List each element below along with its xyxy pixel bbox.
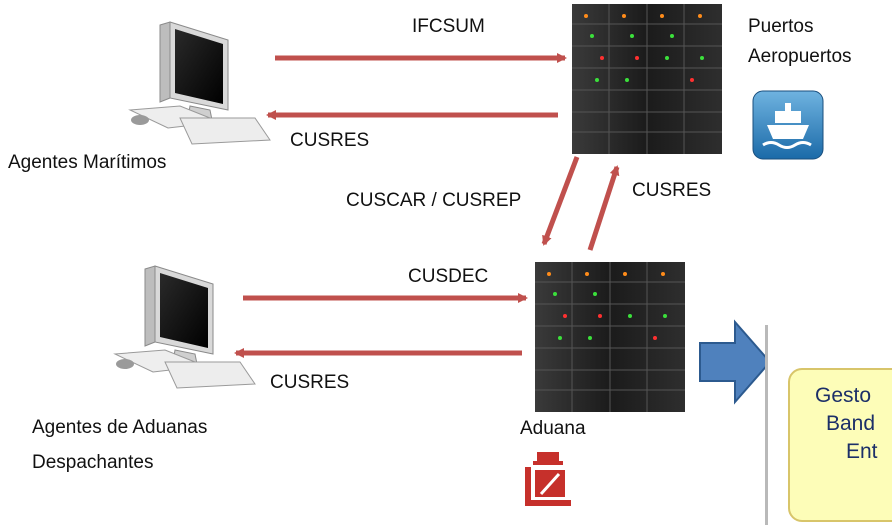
label-cusdec: CUSDEC xyxy=(408,266,489,287)
note-line: Band xyxy=(826,412,876,435)
label-aduana: Aduana xyxy=(520,418,586,439)
label-aeropuertos: Aeropuertos xyxy=(748,46,852,67)
label-cusres-top: CUSRES xyxy=(290,130,370,151)
server-rack-icon xyxy=(535,262,685,412)
label-despachantes: Despachantes xyxy=(32,452,154,473)
customs-officer-icon xyxy=(525,452,571,506)
label-cuscar-cusrep: CUSCAR / CUSREP xyxy=(346,190,522,211)
server-rack-icon xyxy=(572,4,722,154)
note-line: Gesto xyxy=(815,384,872,407)
arrow-cuscar-cusrep xyxy=(541,156,580,246)
ship-icon xyxy=(752,90,824,160)
arrow-cusres-mid xyxy=(587,165,620,251)
label-puertos: Puertos xyxy=(748,16,814,37)
label-cusres-mid: CUSRES xyxy=(632,180,712,201)
desktop-computer-icon xyxy=(128,21,271,145)
diagram-canvas xyxy=(113,4,824,506)
desktop-computer-icon xyxy=(113,265,256,389)
note-box: Gesto Band Ent xyxy=(788,368,892,522)
block-arrow-icon xyxy=(699,319,772,405)
label-agentes-maritimos: Agentes Marítimos xyxy=(8,152,167,173)
label-ifcsum: IFCSUM xyxy=(412,16,485,37)
label-cusres-bottom: CUSRES xyxy=(270,372,350,393)
label-agentes-aduanas: Agentes de Aduanas xyxy=(32,417,208,438)
note-line: Ent xyxy=(846,440,878,463)
